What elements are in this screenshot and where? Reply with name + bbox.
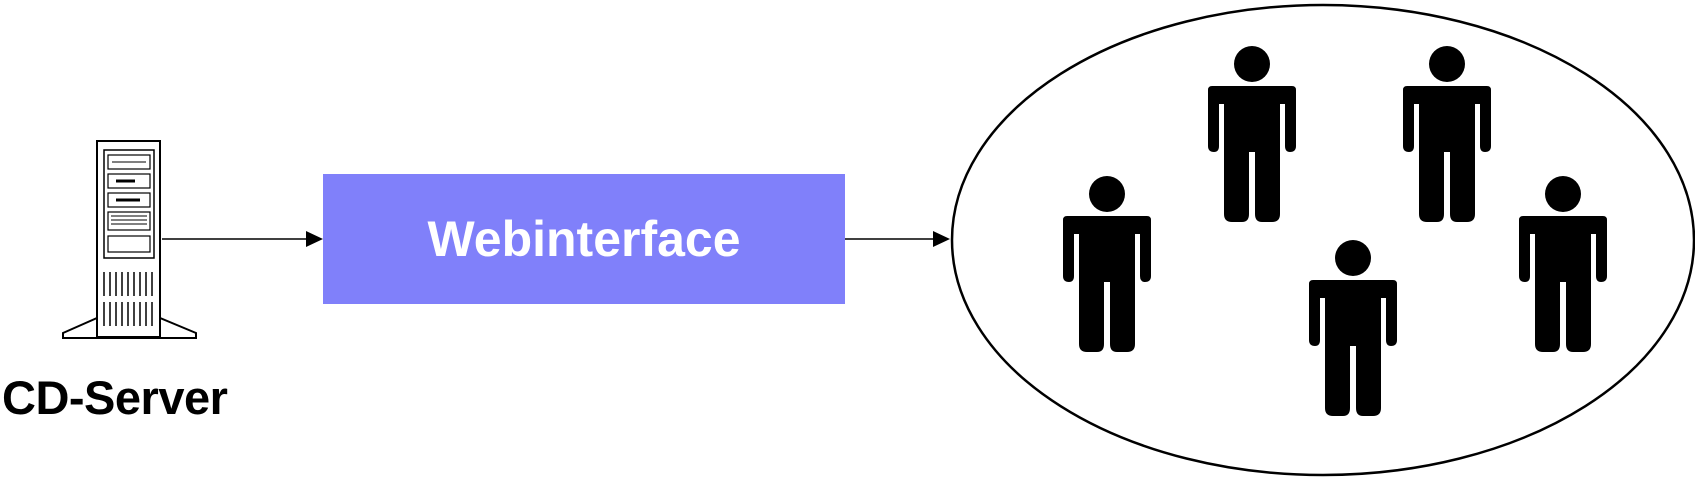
webinterface-label: Webinterface	[427, 211, 741, 267]
webinterface-box: Webinterface	[323, 174, 845, 304]
server-tower-icon	[62, 140, 197, 339]
users-group-ellipse	[950, 3, 1695, 477]
arrow-server-to-webinterface	[162, 231, 323, 247]
server-label: CD-Server	[2, 371, 228, 424]
arrow-webinterface-to-users	[845, 231, 950, 247]
